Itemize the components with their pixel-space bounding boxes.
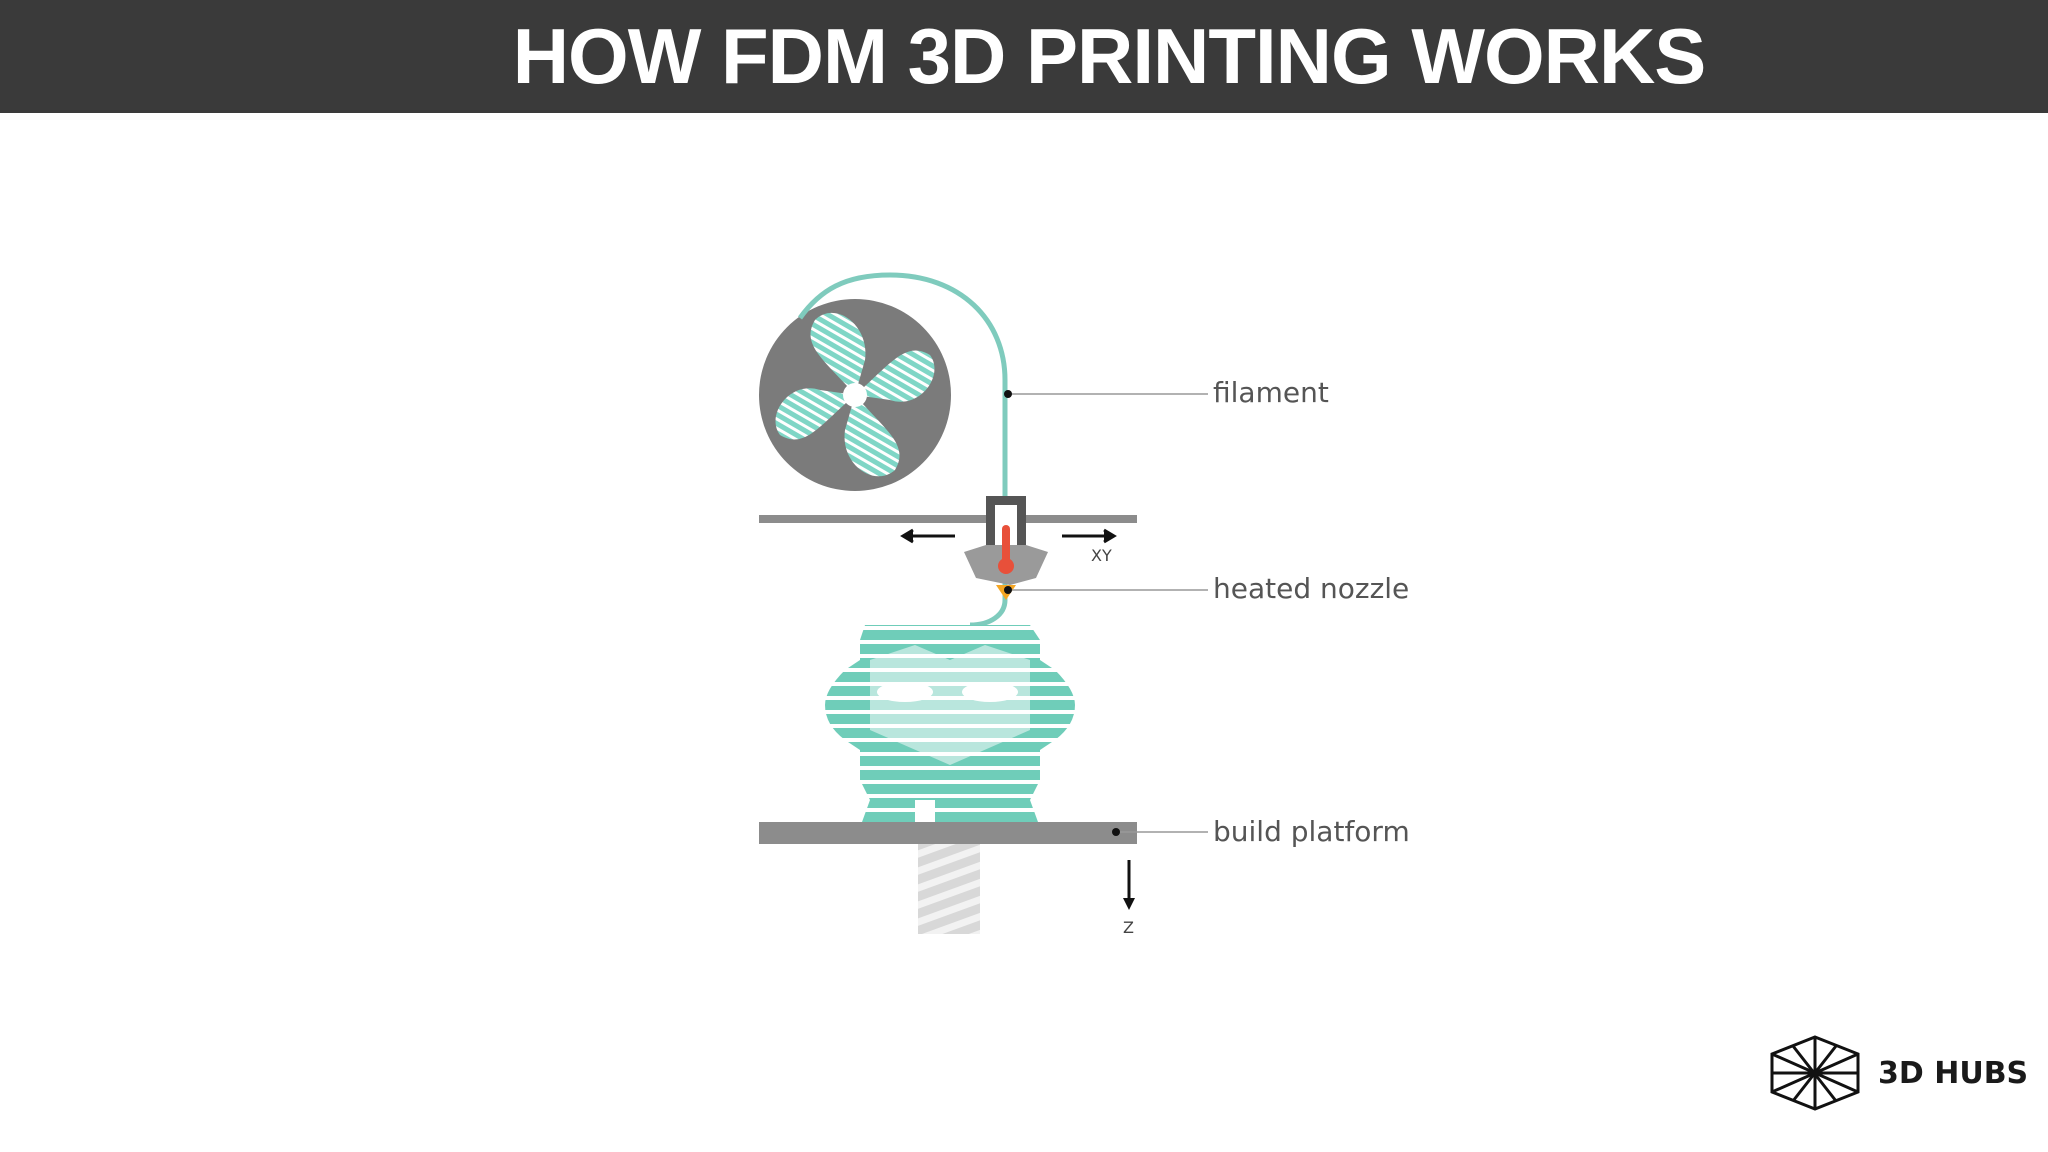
leader-lines — [1008, 393, 1208, 833]
header-bar — [0, 0, 2048, 113]
label-heated-nozzle: heated nozzle — [1213, 572, 1410, 605]
brand-logo: 3D HUBS — [1768, 1034, 2028, 1112]
filament-strand — [797, 272, 1008, 500]
page-title: HOW FDM 3D PRINTING WORKS — [512, 12, 1707, 100]
xy-arrows — [900, 528, 1117, 544]
z-arrow — [1123, 860, 1135, 910]
build-platform — [759, 822, 1137, 844]
label-xy-axis: XY — [1091, 546, 1112, 565]
3dhubs-logo-icon — [1770, 1035, 1860, 1111]
brand-name: 3D HUBS — [1878, 1055, 2029, 1091]
z-screw — [918, 844, 980, 934]
filament-extruded — [969, 560, 1008, 628]
printed-object — [825, 625, 1075, 822]
print-head — [964, 496, 1048, 600]
label-build-platform: build platform — [1213, 815, 1410, 848]
label-z-axis: Z — [1123, 918, 1134, 937]
gantry-rail — [759, 515, 1137, 523]
label-filament: filament — [1213, 376, 1329, 409]
leader-dots — [1004, 390, 1120, 836]
filament-spool — [759, 299, 951, 491]
